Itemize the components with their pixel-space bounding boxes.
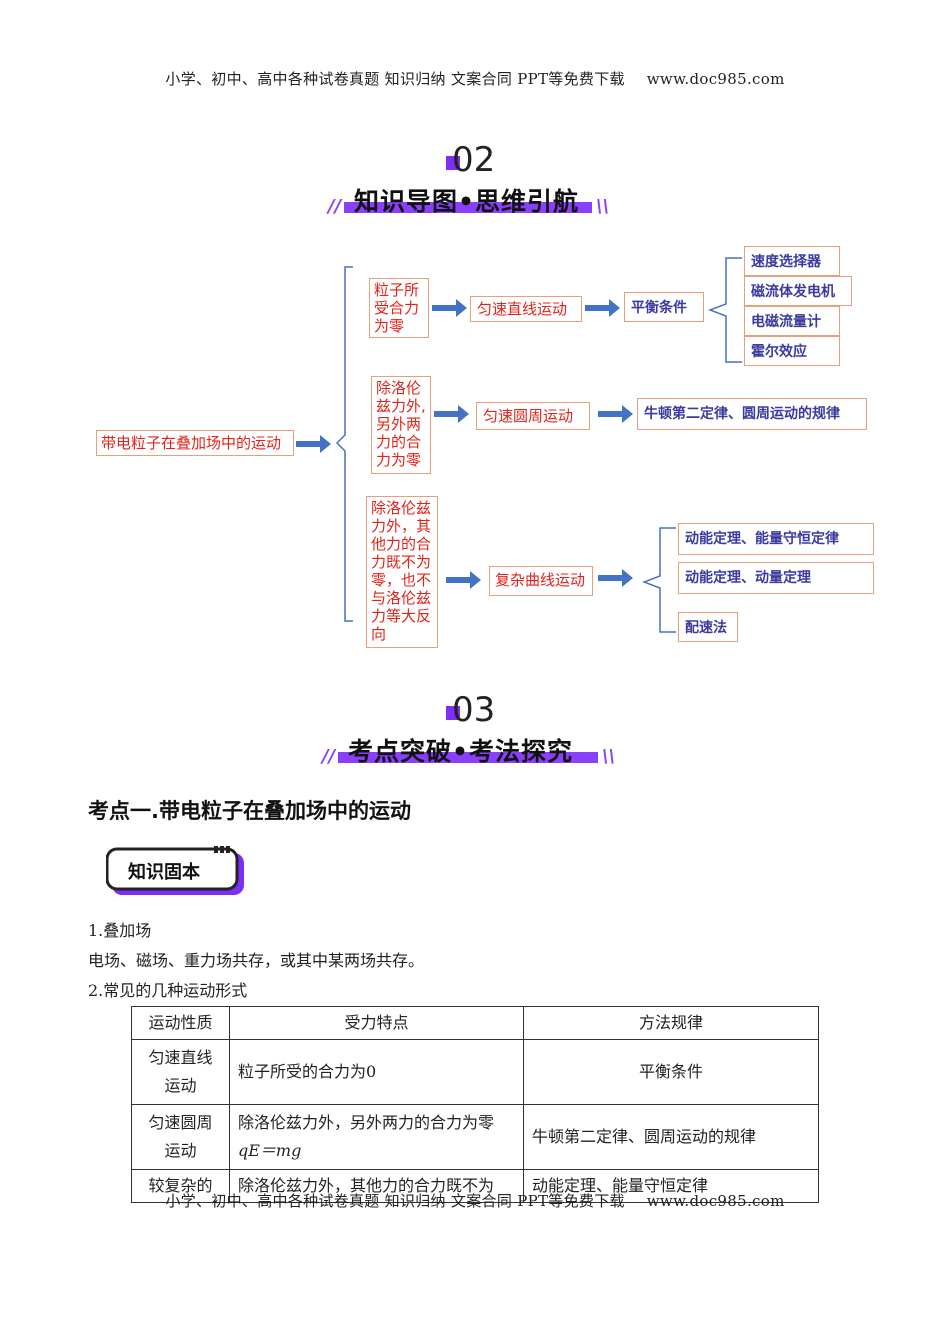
table-cell: 粒子所受的合力为0 <box>229 1039 524 1105</box>
para-2: 电场、磁场、重力场共存，或其中某两场共存。 <box>88 951 425 970</box>
knowledge-badge: 知识固本 <box>106 845 246 897</box>
app-item: 霍尔效应 <box>744 336 840 366</box>
table-cell: 匀速圆周运动 <box>131 1104 230 1170</box>
page-footer: 小学、初中、高中各种试卷真题 知识归纳 文案合同 PPT等免费下载 www.doc… <box>0 1190 950 1211</box>
branch2-condition: 除洛伦兹力外,另外两力的合力为零 <box>371 376 431 474</box>
table-row: 匀速圆周运动 除洛伦兹力外，另外两力的合力为零 qE＝mg 牛顿第二定律、圆周运… <box>131 1104 819 1170</box>
table-header: 受力特点 <box>229 1006 524 1040</box>
slash-right-icon: \\ <box>602 746 616 767</box>
badge-label: 知识固本 <box>128 862 200 883</box>
arrow-icon <box>434 405 469 423</box>
app-item: 电磁流量计 <box>744 306 840 336</box>
section-03-heading: 03 // 考点突破•考法探究 \\ <box>0 690 950 780</box>
table-row: 较复杂的 除洛伦兹力外，其他力的合力既不为 动能定理、能量守恒定律 <box>131 1169 819 1203</box>
para-1: 1.叠加场 <box>88 921 152 940</box>
para-3: 2.常见的几种运动形式 <box>88 981 248 1000</box>
table-cell: 牛顿第二定律、圆周运动的规律 <box>523 1104 819 1170</box>
section-number: 02 <box>452 140 496 180</box>
branch1-condition: 粒子所受合力为零 <box>369 278 429 338</box>
rule-item: 配速法 <box>678 612 738 642</box>
header-text: 小学、初中、高中各种试卷真题 知识归纳 文案合同 PPT等免费下载 <box>165 70 625 88</box>
arrow-icon <box>598 569 633 587</box>
branch3-condition: 除洛伦兹力外，其他力的合力既不为零，也不与洛伦兹力等大反向 <box>366 496 438 648</box>
branch3-motion: 复杂曲线运动 <box>489 566 593 596</box>
section-number: 03 <box>452 690 496 730</box>
branch2-rule: 牛顿第二定律、圆周运动的规律 <box>637 398 867 430</box>
table-row: 匀速直线运动 粒子所受的合力为0 平衡条件 <box>131 1039 819 1105</box>
title-underline <box>338 752 598 763</box>
app-item: 磁流体发电机 <box>744 276 852 306</box>
slash-right-icon: \\ <box>596 196 610 217</box>
table-cell: 动能定理、能量守恒定律 <box>523 1169 819 1203</box>
slash-left-icon: // <box>328 196 342 217</box>
slash-left-icon: // <box>322 746 336 767</box>
kaodian-title: 考点一.带电粒子在叠加场中的运动 <box>88 799 411 823</box>
section-title: 考点突破•考法探究 <box>348 737 573 766</box>
branch2-motion: 匀速圆周运动 <box>476 402 590 430</box>
table-header-row: 运动性质 受力特点 方法规律 <box>131 1006 819 1040</box>
number-accent <box>446 706 460 720</box>
brace-rules <box>642 527 676 633</box>
table-cell: 匀速直线运动 <box>131 1039 230 1105</box>
arrow-icon <box>296 435 331 453</box>
brace-main <box>335 266 353 622</box>
motion-forms-table: 运动性质 受力特点 方法规律 匀速直线运动 粒子所受的合力为0 平衡条件 匀速圆… <box>131 1006 819 1203</box>
badge-frame-icon <box>106 846 244 895</box>
app-item: 速度选择器 <box>744 246 840 276</box>
root-node: 带电粒子在叠加场中的运动 <box>96 430 294 456</box>
number-accent <box>446 156 460 170</box>
branch1-rule: 平衡条件 <box>624 292 704 322</box>
footer-text: 小学、初中、高中各种试卷真题 知识归纳 文案合同 PPT等免费下载 <box>165 1192 625 1210</box>
header-url[interactable]: www.doc985.com <box>646 70 785 88</box>
table-cell-line: 除洛伦兹力外，另外两力的合力为零 <box>238 1113 495 1132</box>
arrow-icon <box>446 571 481 589</box>
brace-apps <box>708 257 742 363</box>
table-cell: 平衡条件 <box>523 1039 819 1105</box>
arrow-icon <box>432 299 467 317</box>
table-cell: 除洛伦兹力外，另外两力的合力为零 qE＝mg <box>229 1104 524 1170</box>
arrow-icon <box>585 299 620 317</box>
rule-item: 动能定理、动量定理 <box>678 562 874 594</box>
rule-item: 动能定理、能量守恒定律 <box>678 523 874 555</box>
section-title: 知识导图•思维引航 <box>354 187 579 216</box>
table-cell: 除洛伦兹力外，其他力的合力既不为 <box>229 1169 524 1203</box>
branch1-motion: 匀速直线运动 <box>470 296 582 322</box>
page-header: 小学、初中、高中各种试卷真题 知识归纳 文案合同 PPT等免费下载 www.doc… <box>0 68 950 89</box>
arrow-icon <box>598 405 633 423</box>
table-header: 方法规律 <box>523 1006 819 1040</box>
title-underline <box>344 202 592 213</box>
section-02-heading: 02 // 知识导图•思维引航 \\ <box>0 140 950 230</box>
table-header: 运动性质 <box>131 1006 230 1040</box>
formula: qE＝mg <box>238 1141 302 1160</box>
footer-url[interactable]: www.doc985.com <box>646 1192 785 1210</box>
